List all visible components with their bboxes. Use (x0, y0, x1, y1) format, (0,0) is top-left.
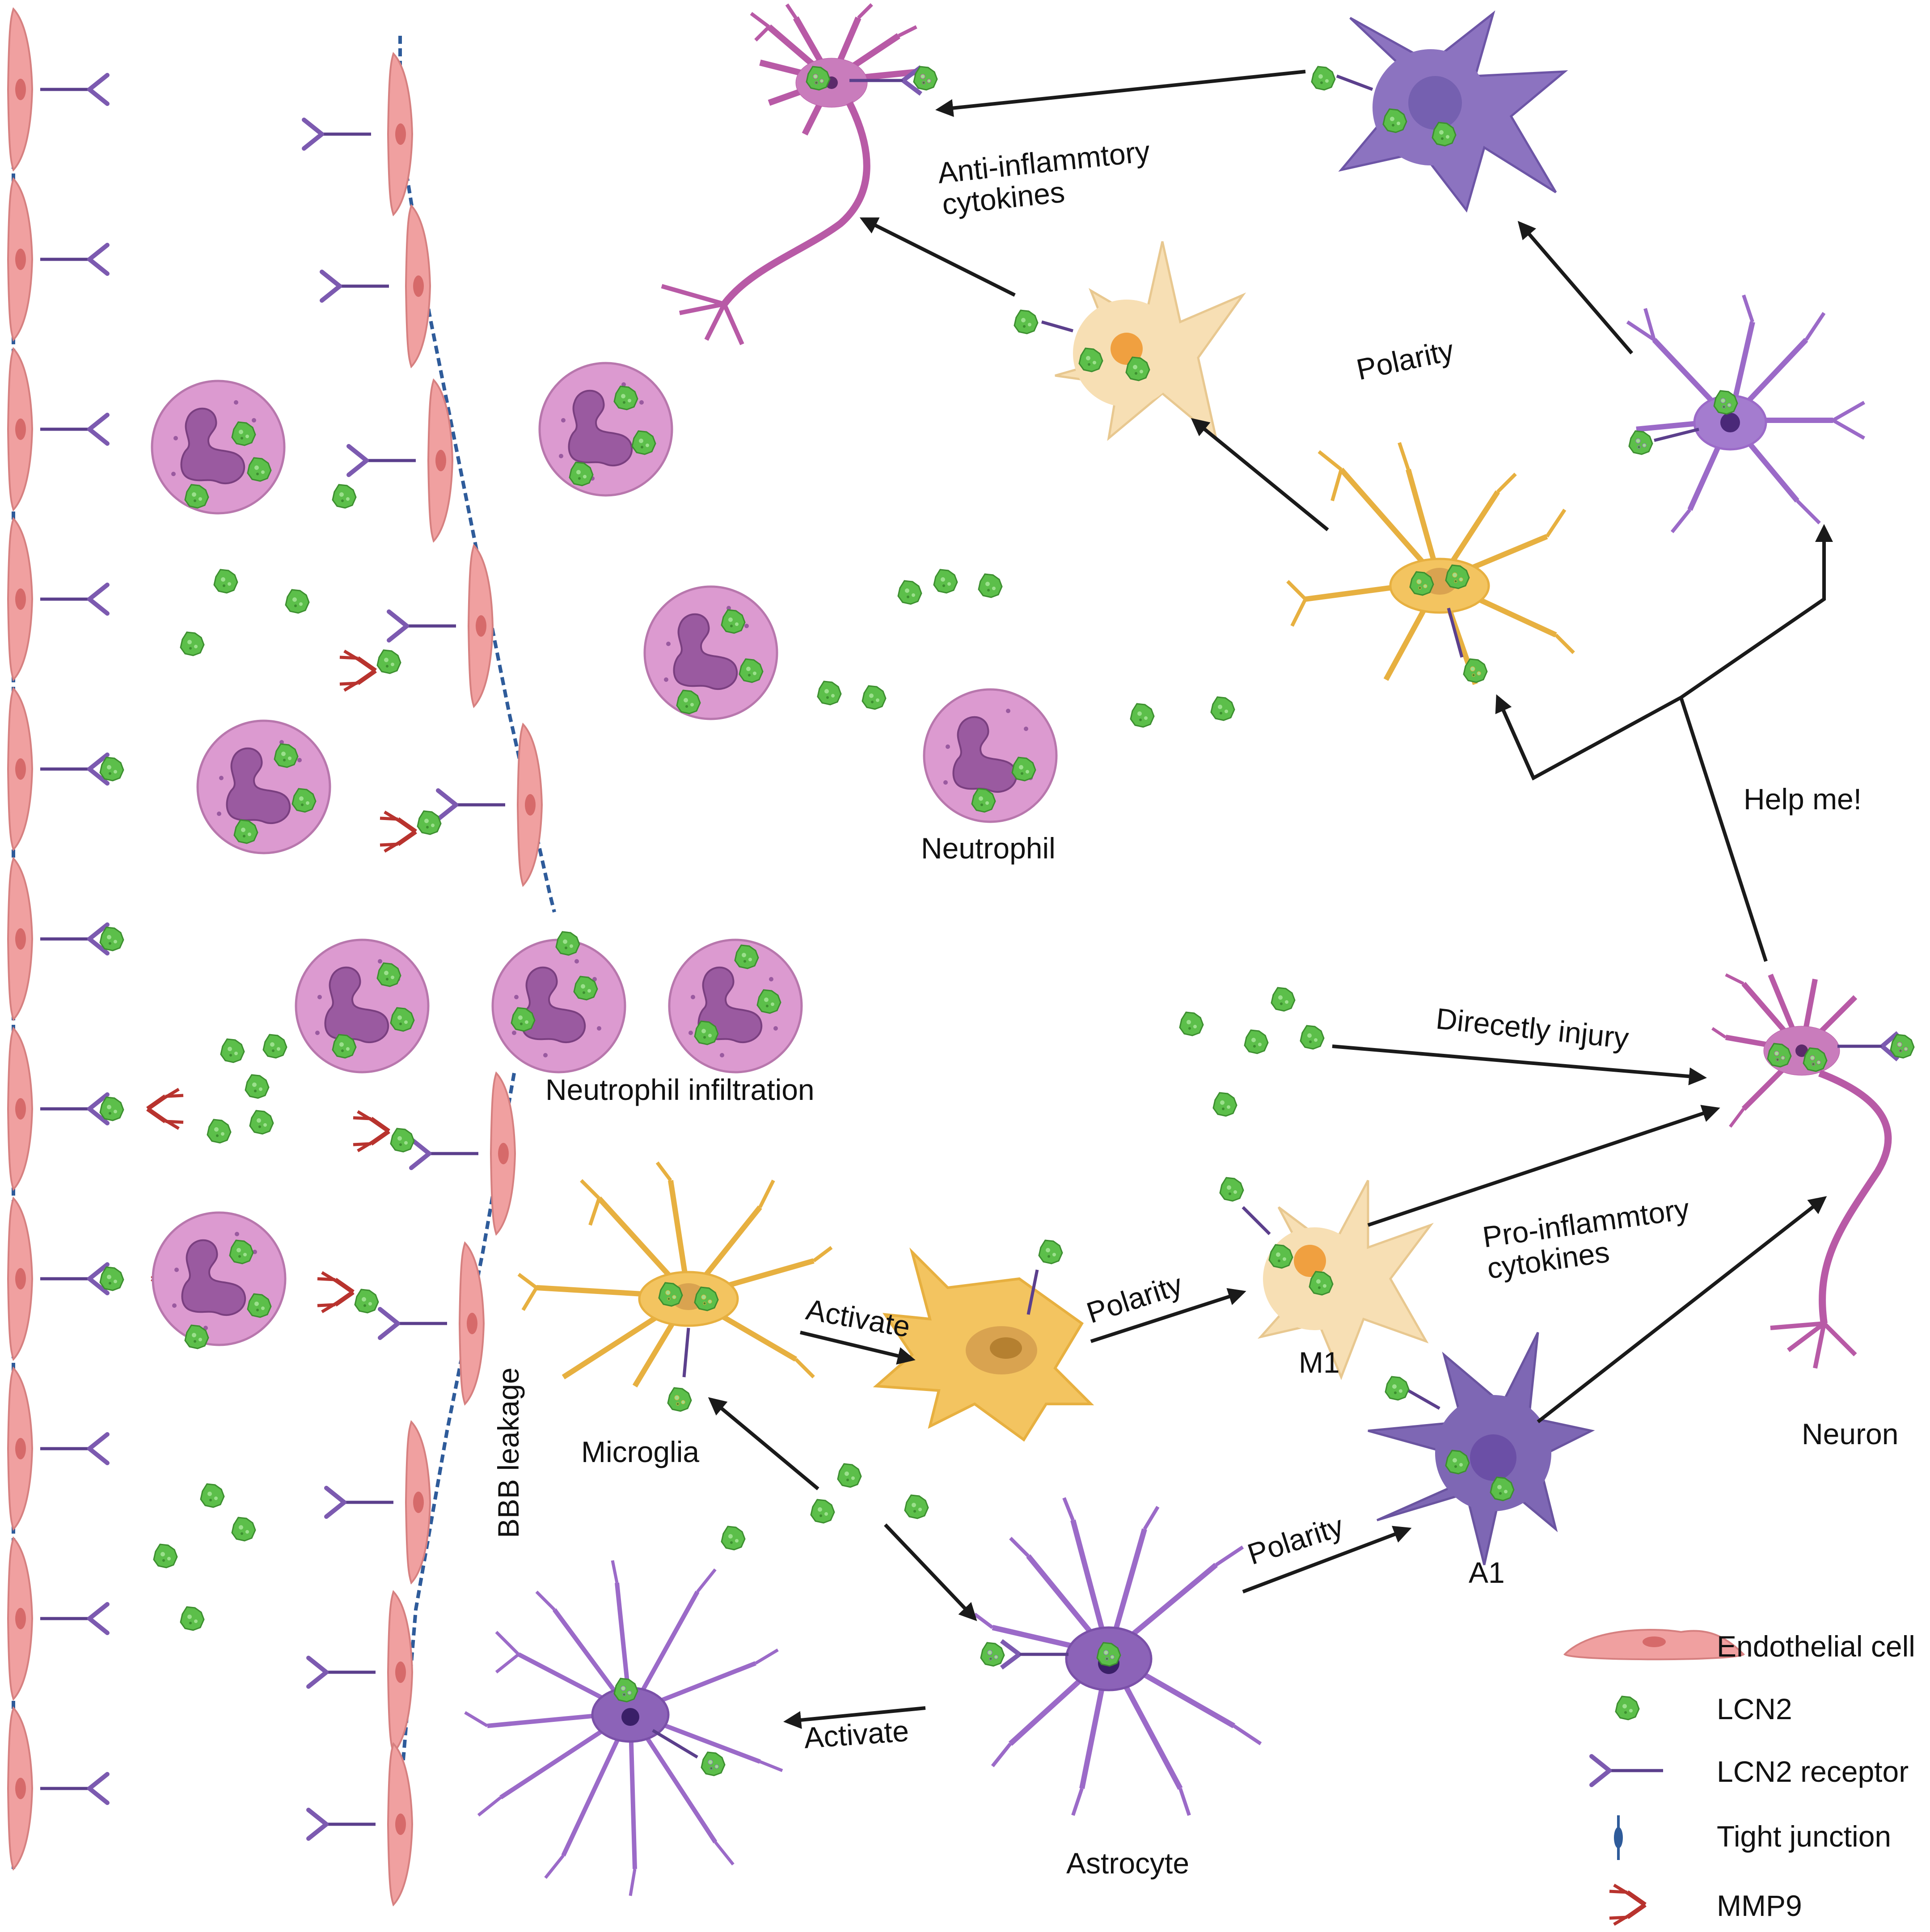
microglia-resting-lower (517, 1161, 833, 1412)
neuron-right (1711, 973, 1915, 1369)
legend: Endothelial cell LCN2 LCN2 receptor Tigh… (1563, 1629, 1915, 1924)
label-polarity-astrocyte: Polarity (1243, 1509, 1347, 1571)
arrow-activate-astrocyte (783, 1706, 926, 1729)
astrocyte-resting-top (1626, 294, 1865, 533)
endothelial-cell-icon (1563, 1629, 1745, 1661)
arrow-activate-microglia (800, 1331, 916, 1365)
legend-label-endothelial: Endothelial cell (1717, 1630, 1915, 1663)
arrow-lcn2-to-astrocyte (884, 1523, 977, 1621)
microglia-activated (873, 1239, 1094, 1442)
arrow-m2-to-neuron (859, 217, 1016, 297)
arrows (708, 70, 1833, 1729)
arrow-polarity-m1 (1090, 1288, 1246, 1343)
mmp9-icon (1609, 1885, 1645, 1924)
astrocyte-a2 (1311, 10, 1568, 213)
arrow-resting-to-m2 (1191, 418, 1329, 532)
vessel-wall-right (304, 36, 556, 1906)
label-activate-astrocyte: Activate (803, 1714, 910, 1754)
label-help-me: Help me! (1744, 782, 1862, 816)
arrow-a2-to-neuron (935, 70, 1306, 117)
label-neutrophil: Neutrophil (921, 832, 1056, 865)
arrow-m1-to-neuron (1367, 1105, 1720, 1227)
astrocyte-a1 (1368, 1332, 1595, 1565)
arrow-directly-injury (1332, 1044, 1707, 1086)
astrocyte-reactive (464, 1560, 783, 1896)
tight-junction-icon (1614, 1815, 1623, 1860)
astrocyte-resting-lower (973, 1497, 1262, 1816)
neuron-top (661, 3, 938, 346)
lcn2-icon (1615, 1695, 1640, 1721)
arrow-a1-to-neuron (1537, 1196, 1827, 1424)
microglia-resting-top (1286, 442, 1575, 685)
legend-label-lcn2-receptor: LCN2 receptor (1717, 1755, 1909, 1788)
legend-label-lcn2: LCN2 (1717, 1692, 1792, 1725)
legend-label-mmp9: MMP9 (1717, 1889, 1802, 1922)
label-polarity-microglia: Polarity (1082, 1268, 1186, 1329)
label-polarity-top: Polarity (1354, 334, 1457, 386)
arrow-lcn2-to-microglia (708, 1397, 819, 1491)
label-neuron: Neuron (1802, 1417, 1898, 1450)
label-bbb-leakage: BBB leakage (492, 1367, 525, 1538)
label-microglia: Microglia (581, 1435, 699, 1468)
lcn2-receptor-icon (1589, 1754, 1663, 1787)
label-a1: A1 (1469, 1556, 1505, 1589)
arrow-help-me (1496, 528, 1826, 962)
microglia-m2 (1014, 241, 1246, 441)
legend-label-tight-junction: Tight junction (1717, 1820, 1891, 1853)
label-neutrophil-infiltration: Neutrophil infiltration (545, 1073, 815, 1106)
label-directly-injury: Direcetly injury (1435, 1002, 1630, 1055)
label-m1: M1 (1299, 1346, 1340, 1379)
arrow-polarity-a1 (1242, 1526, 1412, 1594)
label-astrocyte: Astrocyte (1066, 1847, 1189, 1880)
vessel-wall-left (7, 8, 188, 1870)
arrow-astro-to-a2 (1517, 220, 1634, 355)
microglia-m1 (1219, 1177, 1434, 1380)
